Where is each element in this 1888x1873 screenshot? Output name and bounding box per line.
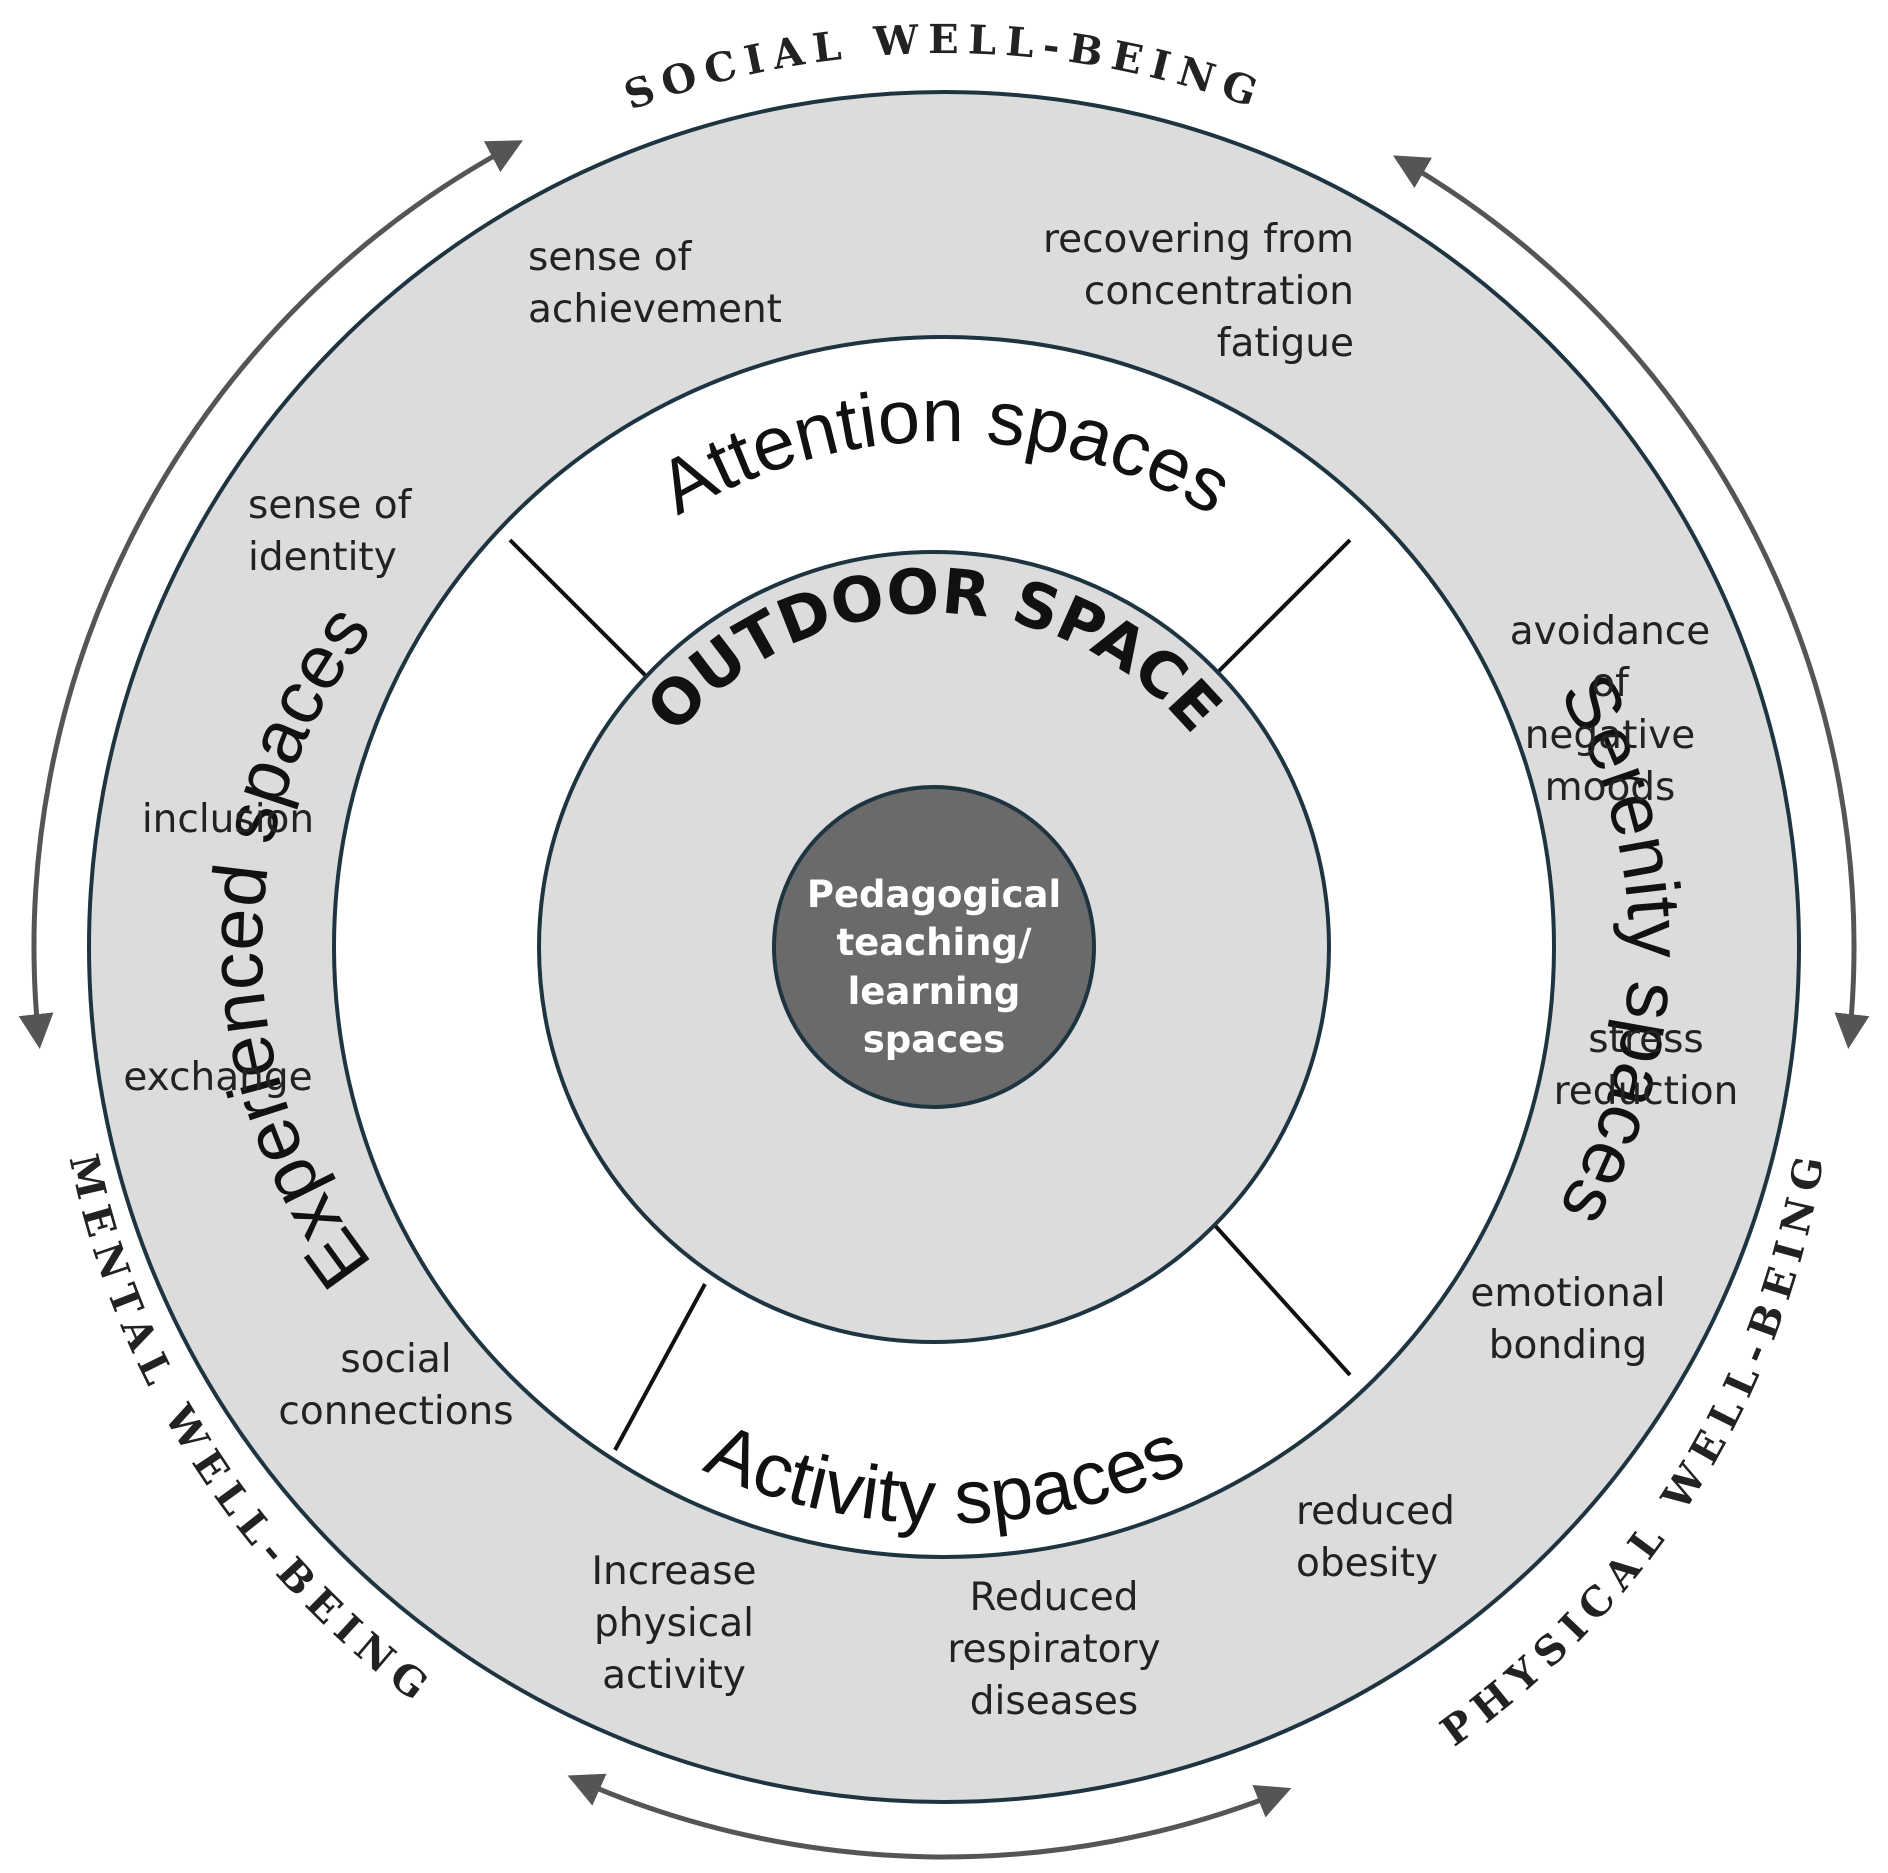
benefit-line: emotional xyxy=(1470,1271,1665,1316)
core-line-4: spaces xyxy=(863,1018,1006,1061)
benefit-line: sense of xyxy=(528,235,693,280)
space-dividers xyxy=(508,538,1352,1451)
benefit-line: diseases xyxy=(970,1679,1138,1724)
benefit-labels: sense of achievement recovering from conce… xyxy=(123,217,1738,1724)
core-line-1: Pedagogical xyxy=(807,873,1061,916)
benefit-stress: stress reduction xyxy=(1554,1017,1739,1114)
benefit-line: avoidance xyxy=(1510,609,1710,654)
benefit-identity: sense of identity xyxy=(248,483,413,580)
benefit-line: sense of xyxy=(248,483,413,528)
core-disc xyxy=(772,785,1096,1109)
core-line-2: teaching/ xyxy=(836,921,1032,964)
divider-bottom-right xyxy=(1208,1218,1352,1377)
benefit-inclusion: inclusion xyxy=(142,797,314,842)
benefit-line: respiratory xyxy=(947,1627,1160,1672)
wellbeing-arrows xyxy=(18,140,1870,1860)
benefit-line: achievement xyxy=(528,287,782,332)
benefit-exchange: exchange xyxy=(123,1055,312,1100)
benefit-line: bonding xyxy=(1489,1323,1647,1368)
arrow-mental-physical xyxy=(567,1773,1292,1860)
arrow-social-mental xyxy=(18,140,523,1050)
benefit-respiratory: Reduced respiratory diseases xyxy=(947,1575,1160,1724)
benefit-line: recovering from xyxy=(1043,217,1354,262)
benefit-obesity: reduced obesity xyxy=(1296,1489,1455,1586)
benefit-social-connections: social connections xyxy=(278,1337,513,1434)
benefit-line: of xyxy=(1591,661,1630,706)
benefit-line: identity xyxy=(248,535,397,580)
divider-bottom-left xyxy=(613,1283,707,1451)
benefit-avoidance: avoidance of negative moods xyxy=(1510,609,1710,810)
core-line-3: learning xyxy=(848,970,1021,1013)
arrow-social-physical xyxy=(1392,155,1870,1050)
benefit-line: social xyxy=(340,1337,451,1382)
benefit-line: Increase xyxy=(591,1549,756,1594)
benefit-line: reduced xyxy=(1296,1489,1455,1534)
benefit-line: reduction xyxy=(1554,1069,1739,1114)
divider-top-right xyxy=(1208,538,1352,682)
benefit-line: negative xyxy=(1525,713,1696,758)
benefit-physical-activity: Increase physical activity xyxy=(591,1549,756,1698)
benefit-line: Reduced xyxy=(969,1575,1138,1620)
benefit-line: concentration xyxy=(1084,269,1354,314)
core-text: Pedagogical teaching/ learning spaces xyxy=(807,873,1061,1061)
divider-top-left xyxy=(508,538,658,688)
benefit-line: stress xyxy=(1588,1017,1703,1062)
benefit-recovering: recovering from concentration fatigue xyxy=(1043,217,1354,366)
benefit-line: inclusion xyxy=(142,797,314,842)
benefit-line: exchange xyxy=(123,1055,312,1100)
benefit-line: obesity xyxy=(1296,1541,1438,1586)
benefit-line: connections xyxy=(278,1389,513,1434)
benefit-line: activity xyxy=(602,1653,746,1698)
benefit-line: physical xyxy=(594,1601,754,1646)
benefit-line: moods xyxy=(1545,765,1676,810)
benefit-line: fatigue xyxy=(1217,321,1354,366)
benefit-achievement: sense of achievement xyxy=(528,235,782,332)
benefit-emotional: emotional bonding xyxy=(1470,1271,1665,1368)
